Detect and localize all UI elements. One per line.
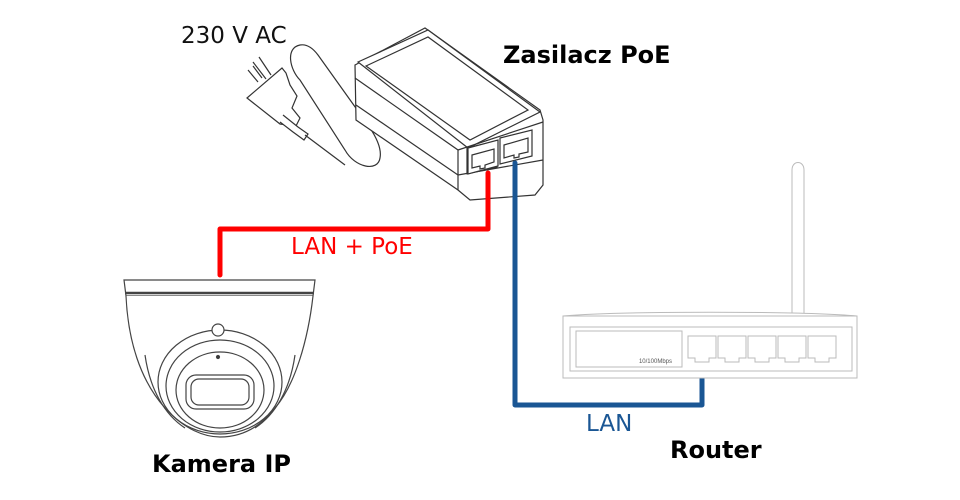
poe-cable-label: LAN + PoE [291,234,413,260]
lan-cable-line [512,160,705,408]
lan-cable-label: LAN [586,411,633,437]
poe-injector-icon [354,27,544,201]
ip-camera-icon [123,279,316,438]
router-port-speed-label: 10/100Mbps [639,359,672,365]
poe-cable-line [217,170,491,278]
router-ports [687,335,837,363]
power-input-label: 230 V AC [181,23,287,49]
router-label: Router [670,436,762,464]
poe-injector-label: Zasilacz PoE [503,41,671,69]
router-icon: 10/100Mbps [562,162,858,379]
camera-label: Kamera IP [152,450,291,478]
power-plug-icon [246,44,381,167]
